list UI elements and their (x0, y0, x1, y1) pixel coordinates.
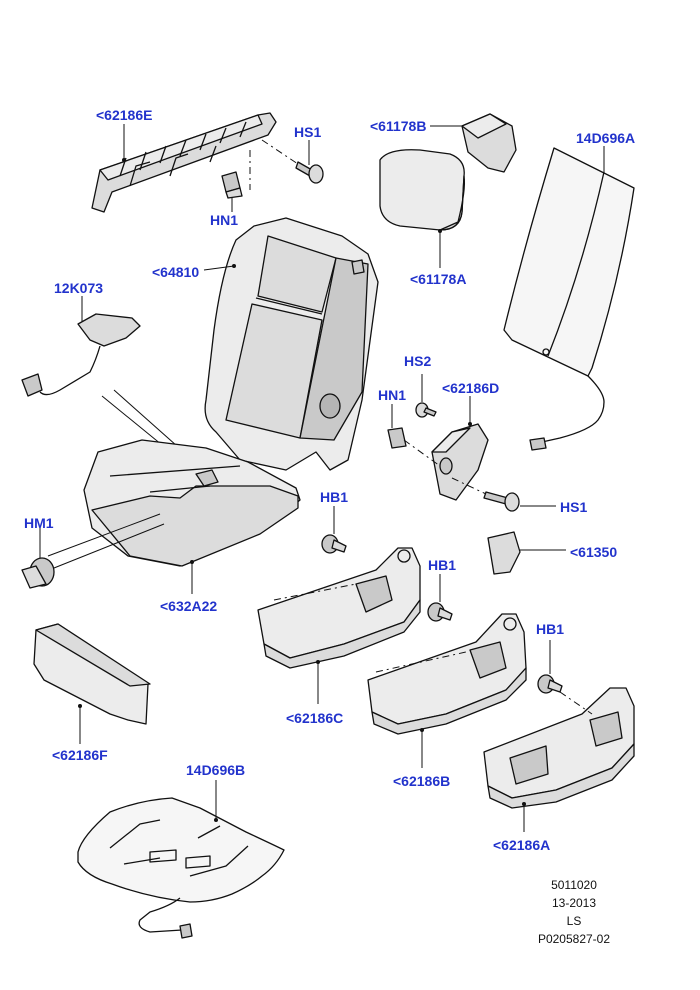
part-62186C-trim (257, 547, 421, 669)
callout-62186C: <62186C (286, 710, 344, 726)
footer-code: 5011020 (551, 878, 597, 892)
callout-14D696A: 14D696A (576, 130, 636, 146)
part-62186E-rail (91, 112, 277, 213)
callout-62186A: <62186A (493, 837, 551, 853)
callout-62186D: <62186D (442, 380, 500, 396)
callout-HN1-top: HN1 (210, 212, 239, 228)
callout-62186E: <62186E (96, 107, 153, 123)
clip-HB1-b (427, 602, 453, 622)
callout-HB1-c: HB1 (536, 621, 565, 637)
part-62186D-cover (431, 423, 489, 501)
bolt-HS2 (415, 402, 437, 418)
callout-HM1: HM1 (24, 515, 54, 531)
callout-12K073: 12K073 (54, 280, 104, 296)
footer-model: LS (566, 914, 582, 928)
footer-date: 13-2013 (551, 896, 597, 910)
bolt-HS1-mid (483, 491, 520, 512)
callout-64810: <64810 (152, 264, 200, 280)
clip-HB1-c (537, 674, 563, 694)
callout-HS1-top: HS1 (294, 124, 322, 140)
clip-HM1 (21, 557, 55, 589)
part-62186A-trim (483, 687, 635, 809)
callout-HS1-mid: HS1 (560, 499, 588, 515)
part-61350-cap (487, 531, 521, 575)
part-61178A-headrest (379, 149, 466, 231)
part-14D696A-heater (503, 147, 635, 451)
part-12K073-harness (21, 313, 141, 397)
part-61178B-cap (461, 113, 517, 173)
clip-HB1-a (321, 534, 347, 554)
callout-14D696B: 14D696B (186, 762, 246, 778)
part-14D696B-heater (77, 797, 285, 939)
part-62186B-trim (367, 613, 527, 735)
callout-632A22: <632A22 (160, 598, 218, 614)
callout-HS2: HS2 (404, 353, 432, 369)
callout-HN1-mid: HN1 (378, 387, 407, 403)
clip-HN1-top (221, 171, 243, 199)
callout-HB1-a: HB1 (320, 489, 349, 505)
callout-61178A: <61178A (410, 271, 467, 287)
part-64810-seatback (204, 217, 379, 471)
bolt-HS1-top (295, 161, 324, 184)
callout-HB1-b: HB1 (428, 557, 457, 573)
part-62186F-valance (33, 623, 151, 725)
clip-HN1-mid (387, 427, 407, 449)
callout-62186B: <62186B (393, 773, 451, 789)
callout-62186F: <62186F (52, 747, 108, 763)
callout-61350: <61350 (570, 544, 618, 560)
footer-illustration-id: P0205827-02 (537, 932, 611, 946)
callout-61178B: <61178B (370, 118, 427, 134)
